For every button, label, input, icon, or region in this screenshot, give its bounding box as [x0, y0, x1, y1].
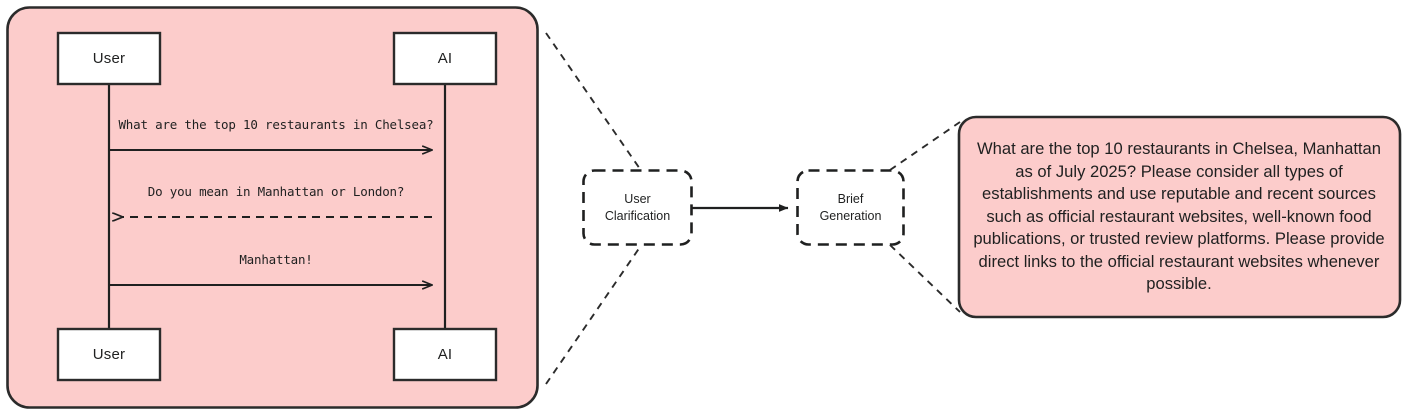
node-label-line-2: Generation	[819, 208, 882, 223]
message-label-2: Do you mean in Manhattan or London?	[147, 184, 405, 199]
callout-connector-top-left	[545, 32, 641, 170]
node-label-line-1: Brief	[837, 192, 864, 206]
node-label-user-clarification[interactable]: User Clarification	[583, 170, 692, 245]
node-label-line-2: Clarification	[604, 208, 671, 223]
brief-callout-text: What are the top 10 restaurants in Chels…	[973, 139, 1385, 294]
message-label-3: Manhattan!	[239, 252, 313, 267]
node-label-line-1: User	[624, 192, 651, 206]
participant-label-user-bottom: User	[92, 346, 126, 363]
brief-connector-top	[889, 121, 961, 171]
participant-label-ai-top: AI	[437, 50, 453, 67]
brief-connector-bottom	[889, 244, 961, 313]
node-label-brief-generation[interactable]: Brief Generation	[797, 170, 904, 245]
participant-label-ai-bottom: AI	[437, 346, 453, 363]
message-label-1: What are the top 10 restaurants in Chels…	[118, 117, 434, 132]
callout-connector-bottom-left	[545, 246, 641, 385]
participant-label-user-top: User	[92, 50, 126, 67]
